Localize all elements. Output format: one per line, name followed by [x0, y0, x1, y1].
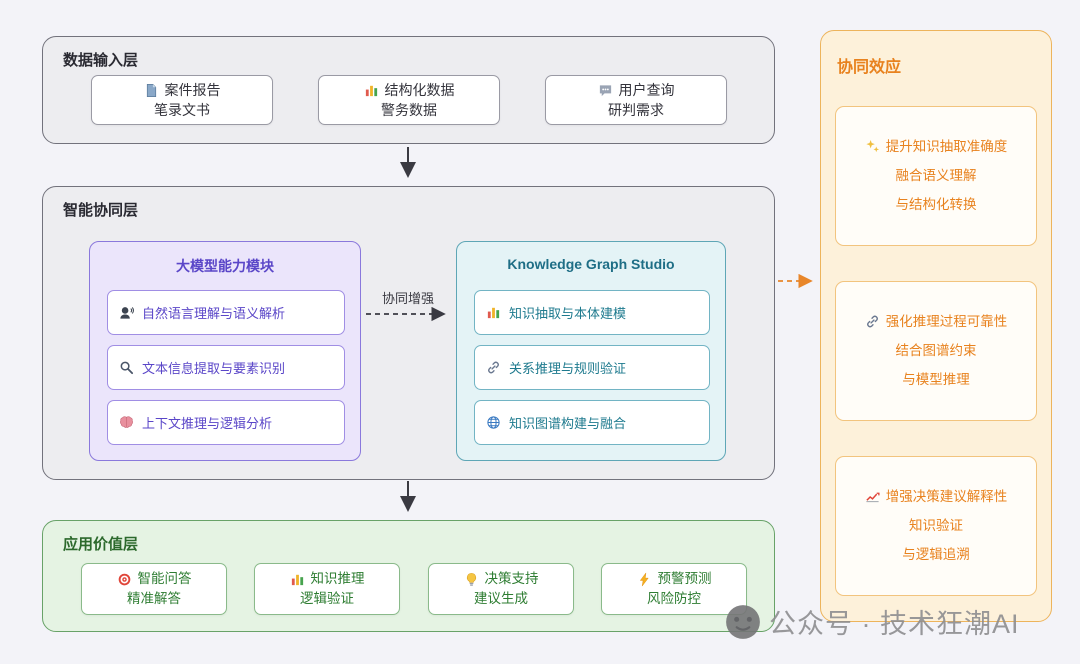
- card-text: 强化推理过程可靠性: [885, 313, 1008, 329]
- speech-bubble-icon: [598, 83, 613, 98]
- card-line1: 智能问答: [117, 571, 192, 587]
- item-label: 知识抽取与本体建模: [509, 306, 627, 321]
- input-card-case-report: 案件报告 笔录文书: [91, 75, 273, 125]
- watermark-logo: [724, 603, 762, 641]
- card-line1: 增强决策建议解释性: [865, 488, 1008, 505]
- card-text: 知识推理: [310, 571, 365, 587]
- application-value-layer-title: 应用价值层: [63, 536, 139, 553]
- watermark-text: 公众号 · 技术狂潮AI: [769, 609, 1020, 639]
- kg-item-extraction: 知识抽取与本体建模: [474, 290, 710, 335]
- card-line2: 警务数据: [381, 101, 437, 118]
- card-line2: 逻辑验证: [300, 590, 354, 606]
- data-input-layer-title: 数据输入层: [63, 52, 139, 69]
- llm-module-title: 大模型能力模块: [176, 258, 274, 274]
- card-line3: 与模型推理: [902, 372, 970, 388]
- brain-icon: [119, 415, 134, 430]
- card-line2: 研判需求: [608, 101, 664, 118]
- lightning-icon: [637, 571, 652, 587]
- card-line1: 用户查询: [598, 82, 675, 99]
- item-label: 关系推理与规则验证: [509, 361, 627, 376]
- item-label: 上下文推理与逻辑分析: [142, 416, 273, 431]
- card-line2: 风险防控: [647, 590, 701, 606]
- llm-item-extraction: 文本信息提取与要素识别: [107, 345, 345, 390]
- watermark: 公众号 · 技术狂潮AI: [724, 602, 1020, 641]
- card-line1: 结构化数据: [364, 82, 455, 99]
- target-icon: [117, 572, 132, 587]
- kg-module-title: Knowledge Graph Studio: [507, 256, 675, 272]
- value-card-decision: 决策支持 建议生成: [428, 563, 574, 615]
- card-line1: 案件报告: [144, 82, 221, 99]
- card-line1: 预警预测: [637, 571, 712, 587]
- card-line3: 与结构化转换: [895, 197, 977, 213]
- value-card-warning: 预警预测 风险防控: [601, 563, 747, 615]
- card-line1: 提升知识抽取准确度: [865, 138, 1008, 155]
- chart-increasing-icon: [865, 489, 880, 504]
- card-text: 案件报告: [164, 81, 221, 98]
- card-text: 用户查询: [618, 81, 675, 98]
- card-line2: 笔录文书: [154, 101, 210, 118]
- item-label: 文本信息提取与要素识别: [142, 361, 286, 376]
- sparkles-icon: [865, 139, 880, 154]
- card-text: 增强决策建议解释性: [885, 488, 1008, 504]
- synergy-card-reasoning: 强化推理过程可靠性 结合图谱约束 与模型推理: [835, 281, 1037, 421]
- card-line2: 建议生成: [474, 590, 528, 606]
- speaking-head-icon: [119, 305, 134, 320]
- synergy-panel: 协同效应 提升知识抽取准确度 融合语义理解 与结构化转换 强化推理过程可靠性 结…: [820, 30, 1052, 622]
- knowledge-graph-studio-module: Knowledge Graph Studio 知识抽取与本体建模 关系推理与规则…: [456, 241, 726, 461]
- collaboration-layer-title: 智能协同层: [63, 202, 139, 219]
- card-line2: 融合语义理解: [895, 167, 977, 183]
- input-card-structured-data: 结构化数据 警务数据: [318, 75, 500, 125]
- card-text: 决策支持: [484, 571, 539, 587]
- link-icon: [865, 314, 880, 329]
- llm-item-reasoning: 上下文推理与逻辑分析: [107, 400, 345, 445]
- bar-chart-icon: [486, 305, 501, 320]
- llm-capability-module: 大模型能力模块 自然语言理解与语义解析 文本信息提取与要素识别 上下文推理与逻辑…: [89, 241, 361, 461]
- card-text: 提升知识抽取准确度: [885, 138, 1008, 154]
- card-line1: 决策支持: [464, 571, 539, 587]
- value-card-reasoning: 知识推理 逻辑验证: [254, 563, 400, 615]
- application-value-layer: 应用价值层 智能问答 精准解答 知识推理 逻辑验证 决策支持 建议生成 预警预测…: [42, 520, 775, 632]
- data-input-layer: 数据输入层 案件报告 笔录文书 结构化数据 警务数据 用户查询 研判需求: [42, 36, 775, 144]
- card-line3: 与逻辑追溯: [902, 547, 970, 563]
- document-icon: [144, 83, 159, 98]
- synergy-panel-title: 协同效应: [837, 59, 902, 76]
- card-text: 结构化数据: [384, 81, 455, 98]
- card-line1: 强化推理过程可靠性: [865, 313, 1008, 330]
- synergy-card-explainability: 增强决策建议解释性 知识验证 与逻辑追溯: [835, 456, 1037, 596]
- item-label: 自然语言理解与语义解析: [142, 306, 286, 321]
- globe-icon: [486, 415, 501, 430]
- lightbulb-icon: [464, 572, 479, 587]
- llm-item-nlu: 自然语言理解与语义解析: [107, 290, 345, 335]
- card-text: 智能问答: [137, 571, 192, 587]
- kg-item-relation: 关系推理与规则验证: [474, 345, 710, 390]
- item-label: 知识图谱构建与融合: [509, 416, 627, 431]
- bar-chart-icon: [290, 572, 305, 587]
- value-card-qa: 智能问答 精准解答: [81, 563, 227, 615]
- collaboration-layer: 智能协同层 大模型能力模块 自然语言理解与语义解析 文本信息提取与要素识别 上下…: [42, 186, 775, 480]
- synergy-card-extraction: 提升知识抽取准确度 融合语义理解 与结构化转换: [835, 106, 1037, 246]
- card-line2: 知识验证: [909, 517, 963, 533]
- magnifier-icon: [119, 360, 134, 375]
- card-line1: 知识推理: [290, 571, 365, 587]
- bar-chart-icon: [364, 83, 379, 98]
- card-line2: 精准解答: [127, 590, 181, 606]
- link-icon: [486, 360, 501, 375]
- card-text: 预警预测: [657, 571, 712, 587]
- input-card-user-query: 用户查询 研判需求: [545, 75, 727, 125]
- kg-item-graph: 知识图谱构建与融合: [474, 400, 710, 445]
- card-line2: 结合图谱约束: [895, 342, 977, 358]
- synergy-arrow-label: 协同增强: [381, 291, 434, 306]
